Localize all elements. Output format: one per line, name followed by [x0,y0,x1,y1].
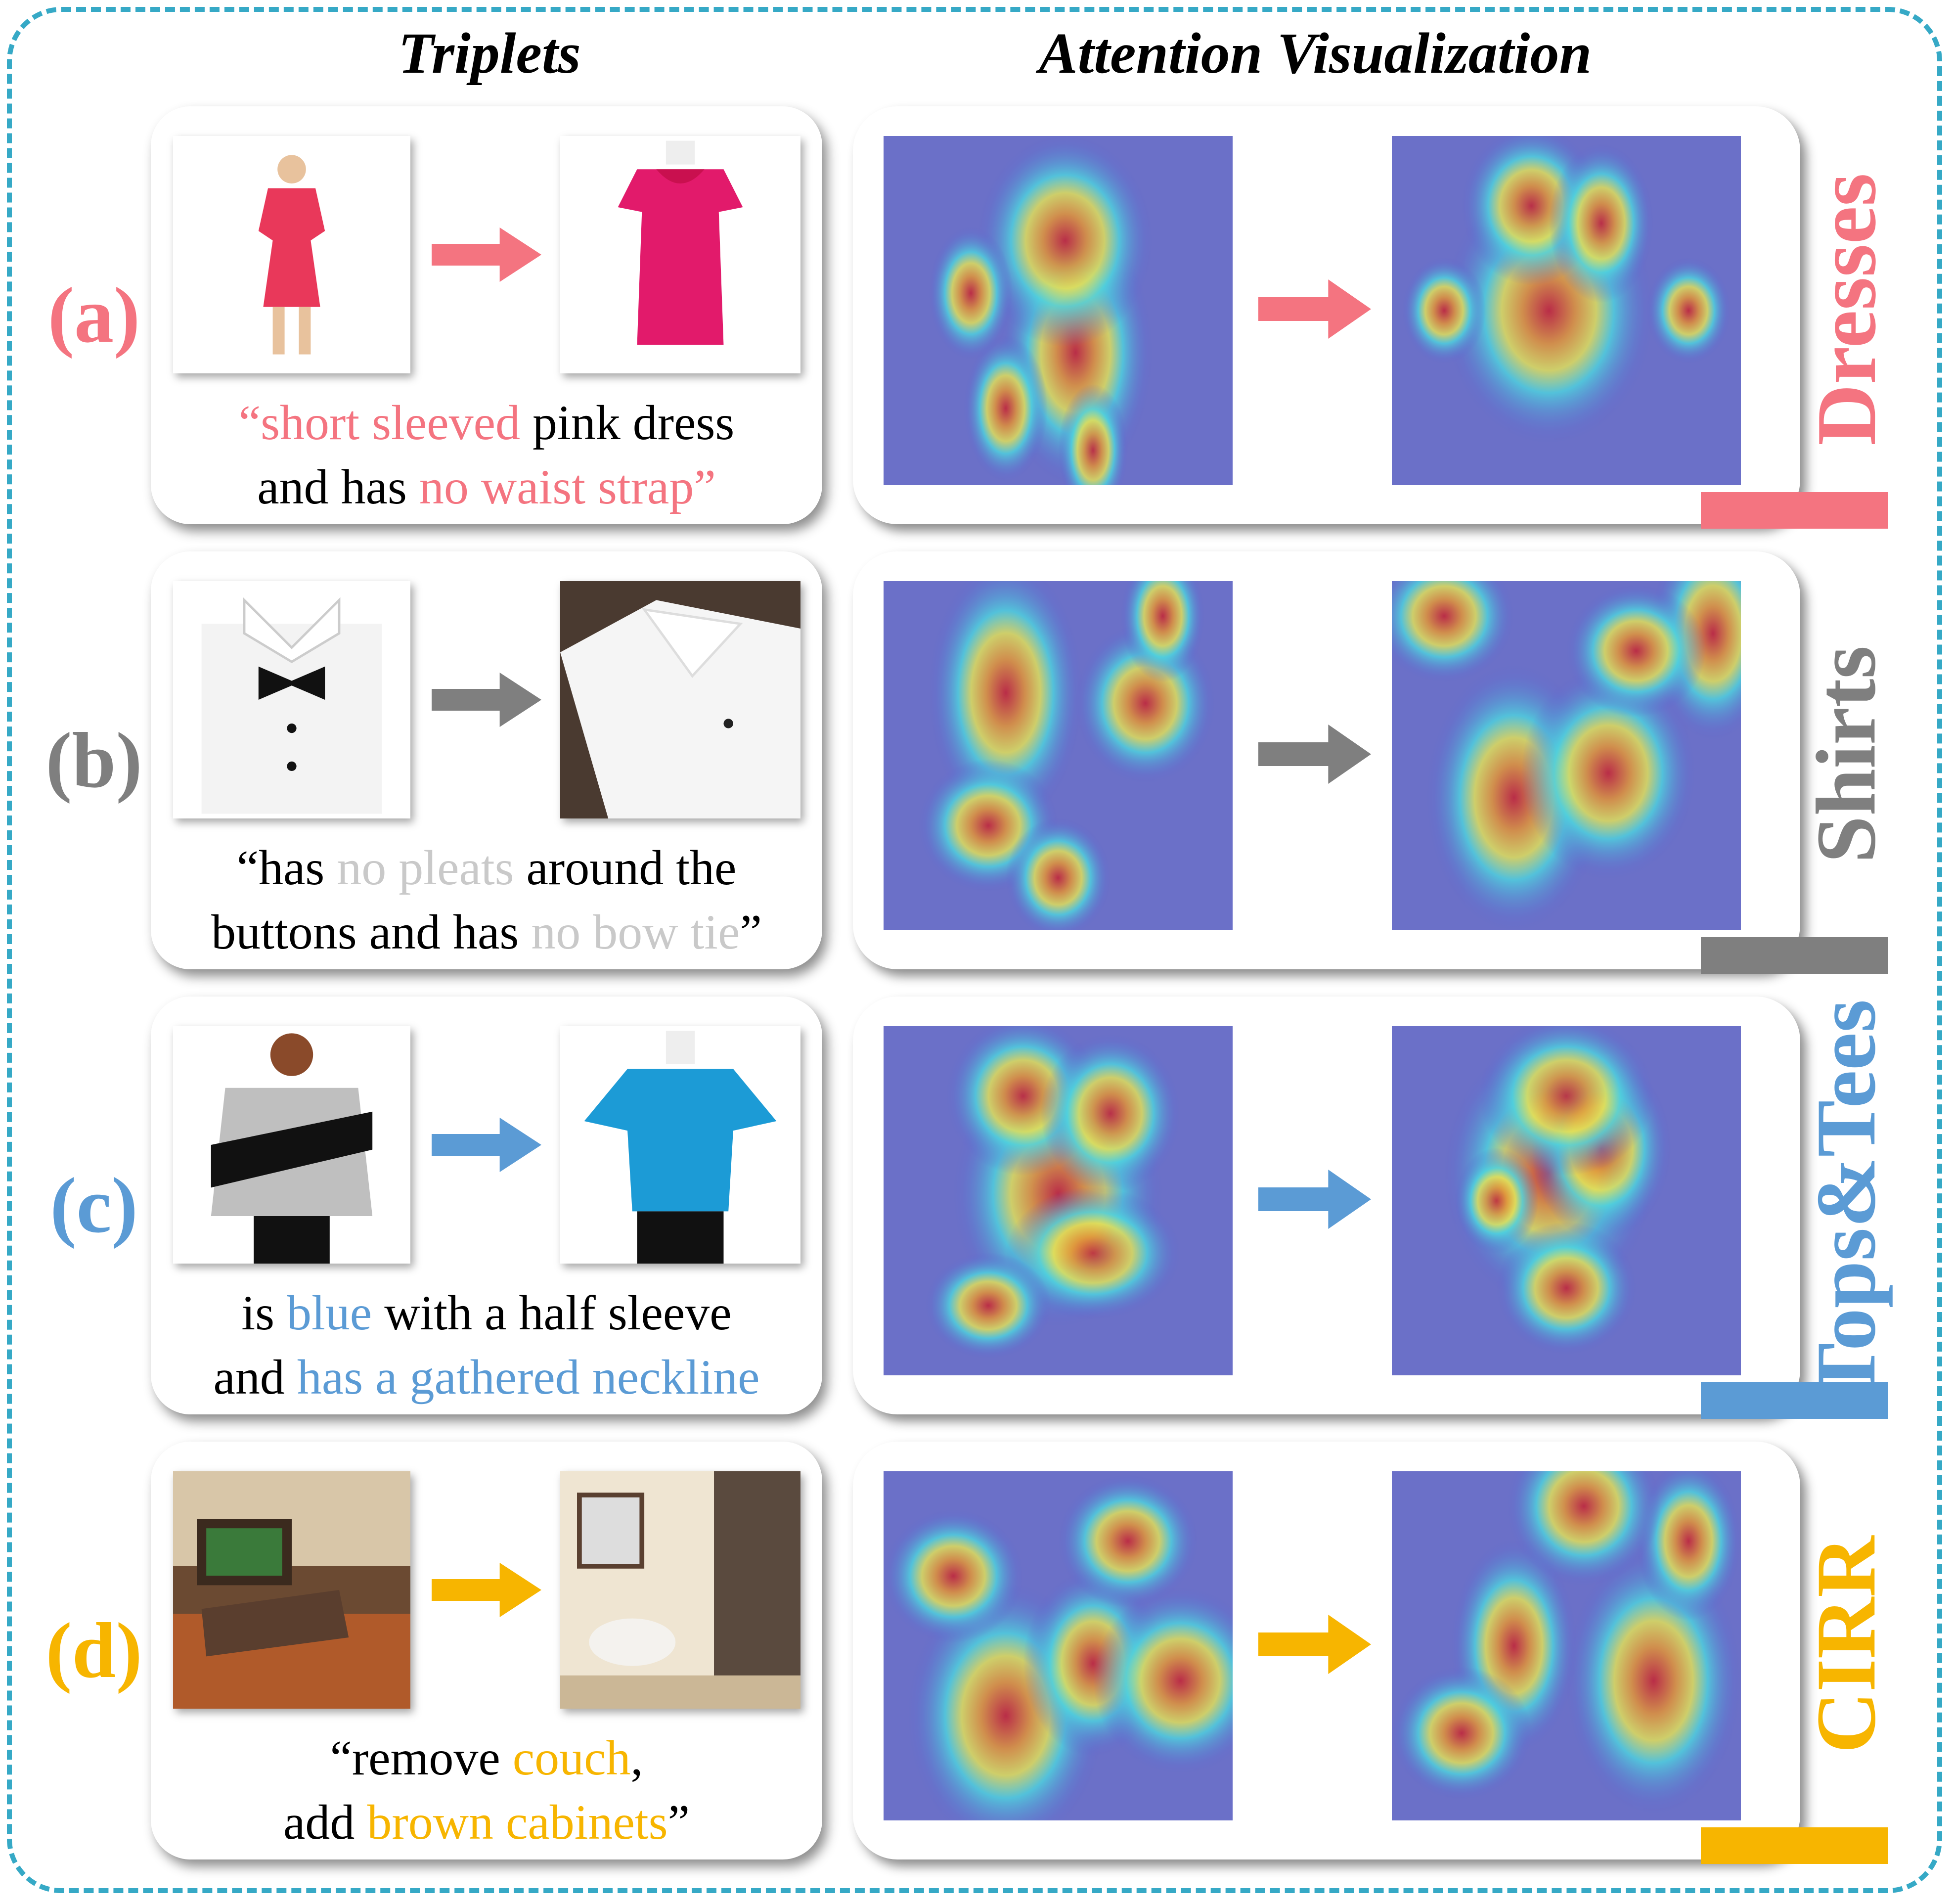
modification-text-line: and has no waist strap” [151,455,822,519]
arrow-icon [1258,1170,1371,1229]
modification-text-line: buttons and has no bow tie” [151,900,822,964]
arrow-icon [432,1118,541,1172]
highlighted-phrase: couch [512,1730,631,1785]
highlighted-phrase: “short sleeved [238,395,520,450]
reference-image [173,136,410,373]
attention-card [853,551,1800,969]
attention-card [853,997,1800,1414]
target-image [560,581,800,818]
target-attention-heatmap [1392,581,1741,930]
category-label: Dresses [1799,173,1894,446]
caption-text: with a half sleeve [372,1285,732,1340]
modification-text-line: “short sleeved pink dress [151,391,822,455]
modification-text-line: is blue with a half sleeve [151,1281,822,1345]
highlighted-phrase: brown cabinets [367,1795,668,1850]
caption-text: is [241,1285,287,1340]
modification-text-line: “remove couch, [151,1726,822,1790]
category-label: Tops&Tees [1799,999,1894,1400]
category-color-bar [1701,492,1888,529]
dashed-border-frame [7,7,1942,1893]
arrow-icon [1258,1615,1371,1674]
caption-text: ” [740,905,762,959]
caption-text: , [630,1730,643,1785]
modification-text-line: add brown cabinets” [151,1790,822,1855]
caption-text: “remove [330,1730,513,1785]
target-image [560,1026,800,1264]
row-label-0: (a) [47,271,140,359]
arrow-icon [432,1563,541,1617]
target-attention-heatmap [1392,1471,1741,1820]
modification-text-line: “has no pleats around the [151,836,822,900]
category-label: Shirts [1799,645,1894,863]
caption-text: add [283,1795,367,1850]
row-label-1: (b) [45,716,142,804]
caption-text: pink dress [520,395,735,450]
reference-attention-heatmap [884,581,1233,930]
reference-attention-heatmap [884,136,1233,485]
category-label: CIRR [1799,1536,1894,1753]
reference-attention-heatmap [884,1471,1233,1820]
attention-card [853,1442,1800,1859]
attention-card [853,106,1800,524]
category-color-bar [1701,1382,1888,1419]
highlighted-phrase: no bow tie [531,905,740,959]
arrow-icon [432,227,541,282]
category-color-bar [1701,1827,1888,1864]
arrow-icon [1258,725,1371,784]
target-image [560,1471,800,1709]
arrow-icon [1258,279,1371,339]
caption-text: around the [514,840,737,895]
highlighted-phrase: no pleats [337,840,514,895]
arrow-icon [432,673,541,727]
reference-image [173,581,410,818]
triplet-card: “remove couch,add brown cabinets” [151,1442,822,1859]
reference-image [173,1026,410,1264]
reference-attention-heatmap [884,1026,1233,1375]
target-image [560,136,800,373]
target-attention-heatmap [1392,136,1741,485]
caption-text: and [213,1350,297,1405]
caption-text: ” [667,1795,690,1850]
highlighted-phrase: has a gathered neckline [297,1350,760,1405]
caption-text: “has [236,840,337,895]
highlighted-phrase: no waist strap” [419,459,716,514]
reference-image [173,1471,410,1709]
caption-text: buttons and has [211,905,532,959]
highlighted-phrase: blue [287,1285,372,1340]
triplets-header: Triplets [398,21,581,86]
attention-visualization-header: Attention Visualization [1038,21,1592,86]
row-label-2: (c) [50,1161,138,1249]
caption-text: and has [257,459,419,514]
target-attention-heatmap [1392,1026,1741,1375]
modification-text-line: and has a gathered neckline [151,1345,822,1409]
row-label-3: (d) [45,1606,142,1694]
category-color-bar [1701,937,1888,974]
